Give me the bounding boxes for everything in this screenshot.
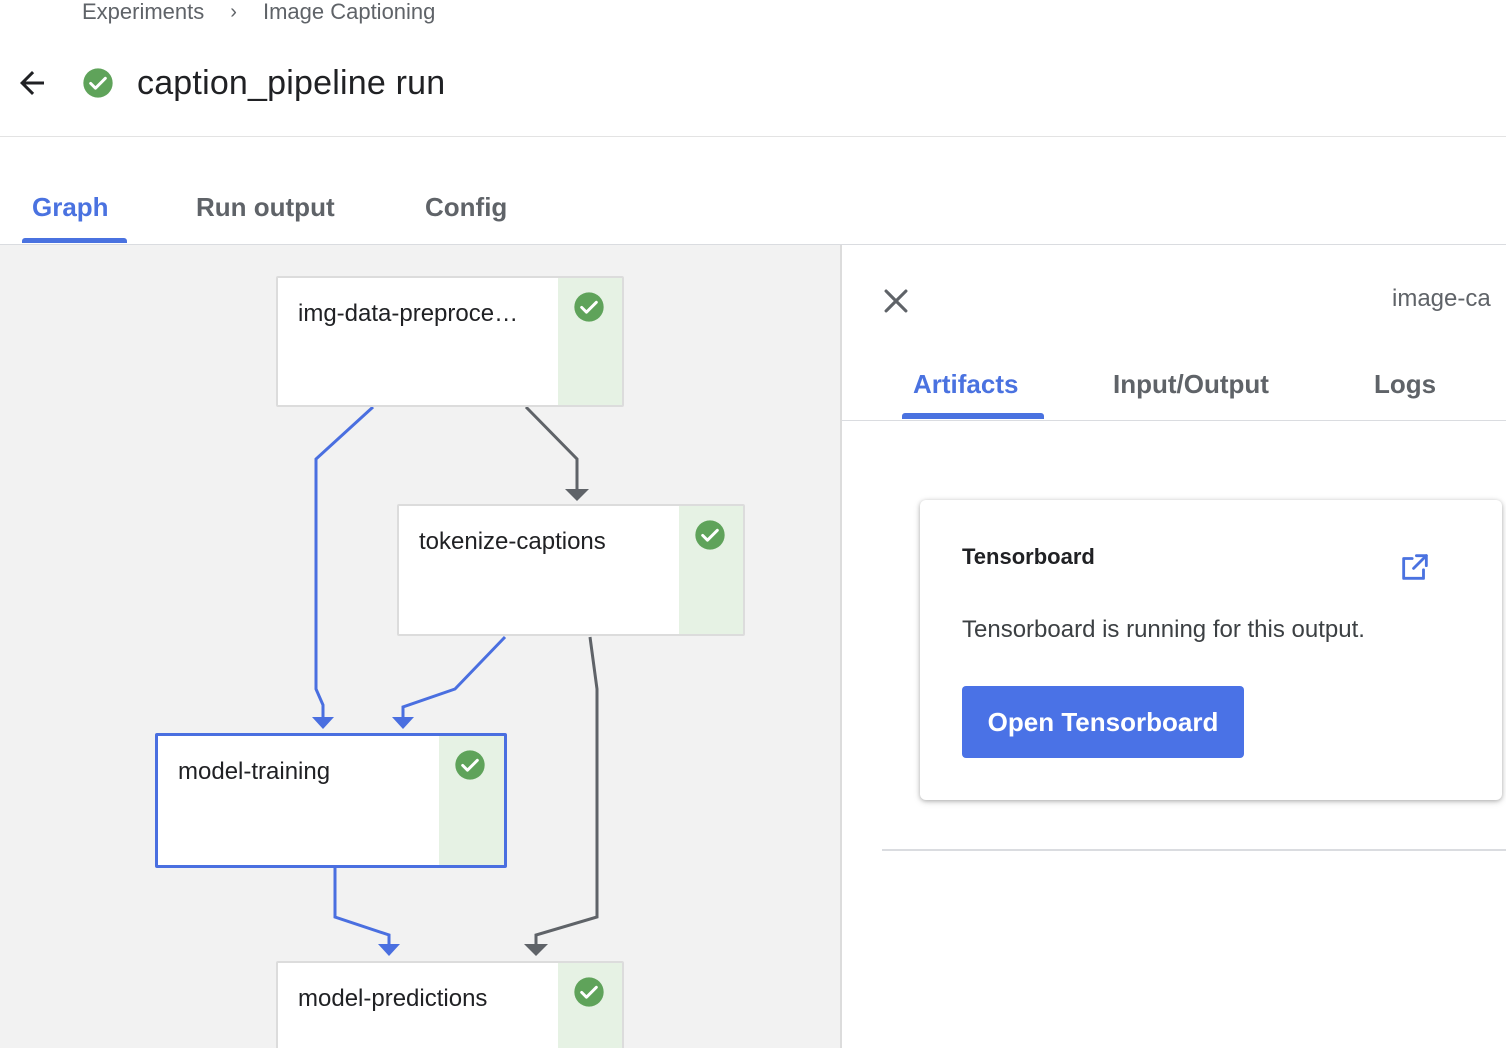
breadcrumb-separator: › [230,0,237,23]
node-status-indicator [679,506,743,634]
graph-edges [312,405,599,956]
node-label: model-predictions [298,985,488,1012]
node-status-indicator [558,963,622,1048]
tab-config[interactable]: Config [425,192,508,222]
panel-tabs-divider [842,420,1506,421]
graph-node-model-predictions[interactable]: model-predictions [276,961,624,1048]
back-button[interactable] [12,63,52,103]
node-status-indicator [558,278,622,405]
page-title: caption_pipeline run [137,63,446,102]
edge-training-to-predictions [333,867,391,945]
main-tabs: Graph Run output Config [0,180,1506,244]
graph-node-model-training[interactable]: model-training [155,733,507,868]
edge-arrowhead [524,944,548,956]
edge-preprocess-to-tokenize [524,405,579,489]
edge-arrowhead [312,717,334,729]
arrow-back-icon [20,71,44,95]
node-label: model-training [178,758,331,785]
check-circle-icon [574,292,604,322]
breadcrumb: Experiments › Image Captioning [82,0,435,27]
tab-artifacts[interactable]: Artifacts [913,369,1019,399]
graph-node-tokenize-captions[interactable]: tokenize-captions [397,504,745,636]
breadcrumb-experiments[interactable]: Experiments [82,0,205,24]
tabs-divider [0,244,1506,245]
close-icon [884,289,908,313]
tab-graph[interactable]: Graph [32,192,109,222]
edge-arrowhead [392,717,414,729]
breadcrumb-experiment-name[interactable]: Image Captioning [262,0,436,24]
node-label: tokenize-captions [419,528,606,555]
header-divider [0,136,1506,137]
panel-divider [882,849,1506,851]
tensorboard-title: Tensorboard [962,544,1095,569]
close-panel-button[interactable] [876,281,916,321]
selected-node-id: image-ca [1392,285,1491,312]
check-circle-icon [83,68,113,98]
edge-tokenize-to-training [401,635,507,719]
pipeline-graph: img-data-preproce… tokenize-captions mod… [0,245,840,1048]
edge-arrowhead [378,944,400,956]
check-circle-icon [455,750,485,780]
check-circle-icon [695,520,725,550]
edge-arrowhead [565,489,589,501]
active-tab-indicator [22,238,127,243]
node-details-panel: image-ca Artifacts Input/Output Logs Ten… [840,245,1506,1048]
tab-logs[interactable]: Logs [1374,369,1437,399]
edge-tokenize-to-predictions [534,636,599,945]
graph-node-img-data-preprocess[interactable]: img-data-preproce… [276,276,624,407]
page-header: caption_pipeline run [12,58,445,108]
tab-run-output[interactable]: Run output [196,192,335,222]
active-tab-indicator [902,413,1044,419]
node-label: img-data-preproce… [298,300,519,327]
edge-preprocess-to-training [314,405,375,719]
tensorboard-card: Tensorboard Tensorboard is running for t… [920,500,1502,800]
node-status-indicator [439,736,504,865]
open-in-new-icon[interactable] [1398,550,1432,584]
open-tensorboard-button[interactable]: Open Tensorboard [962,686,1244,758]
tensorboard-status-text: Tensorboard is running for this output. [962,616,1365,643]
check-circle-icon [574,977,604,1007]
tab-input-output[interactable]: Input/Output [1113,369,1269,399]
